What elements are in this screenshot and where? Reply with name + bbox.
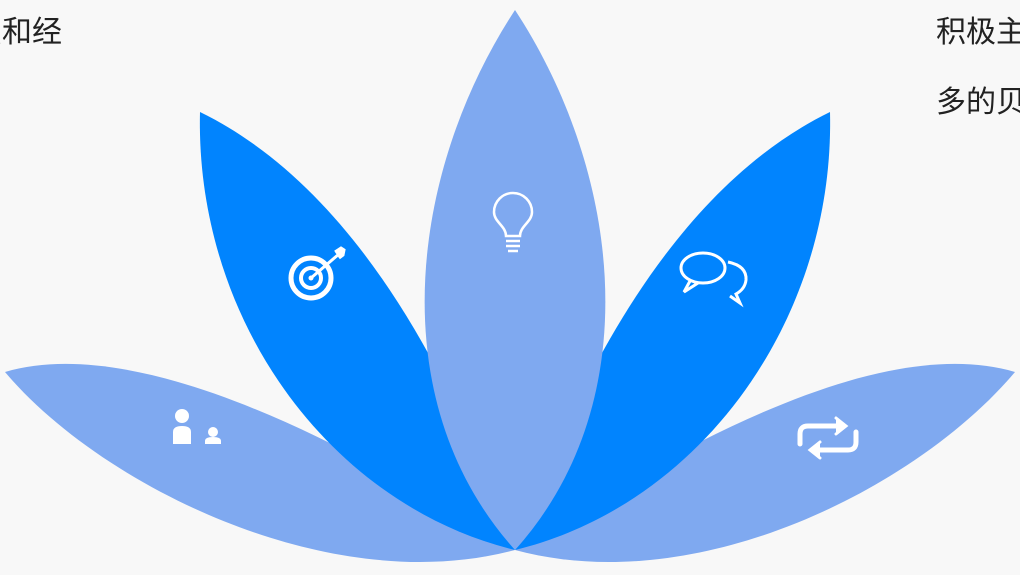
left-text-line: 识和经 <box>0 15 62 50</box>
outer-right-petal <box>515 363 1015 563</box>
outer-left-petal <box>5 363 515 563</box>
right-text-line-1: 积极主 <box>936 15 1020 50</box>
target-icon <box>288 246 346 301</box>
lightbulb-icon <box>492 191 534 253</box>
inner-right-petal <box>515 112 831 550</box>
inner-left-petal <box>199 112 516 550</box>
people-icon <box>173 409 221 444</box>
repeat-icon <box>797 416 859 460</box>
right-text-line-2: 多的贝 <box>936 85 1020 120</box>
chat-icon <box>679 251 748 308</box>
center-petal <box>424 10 606 550</box>
